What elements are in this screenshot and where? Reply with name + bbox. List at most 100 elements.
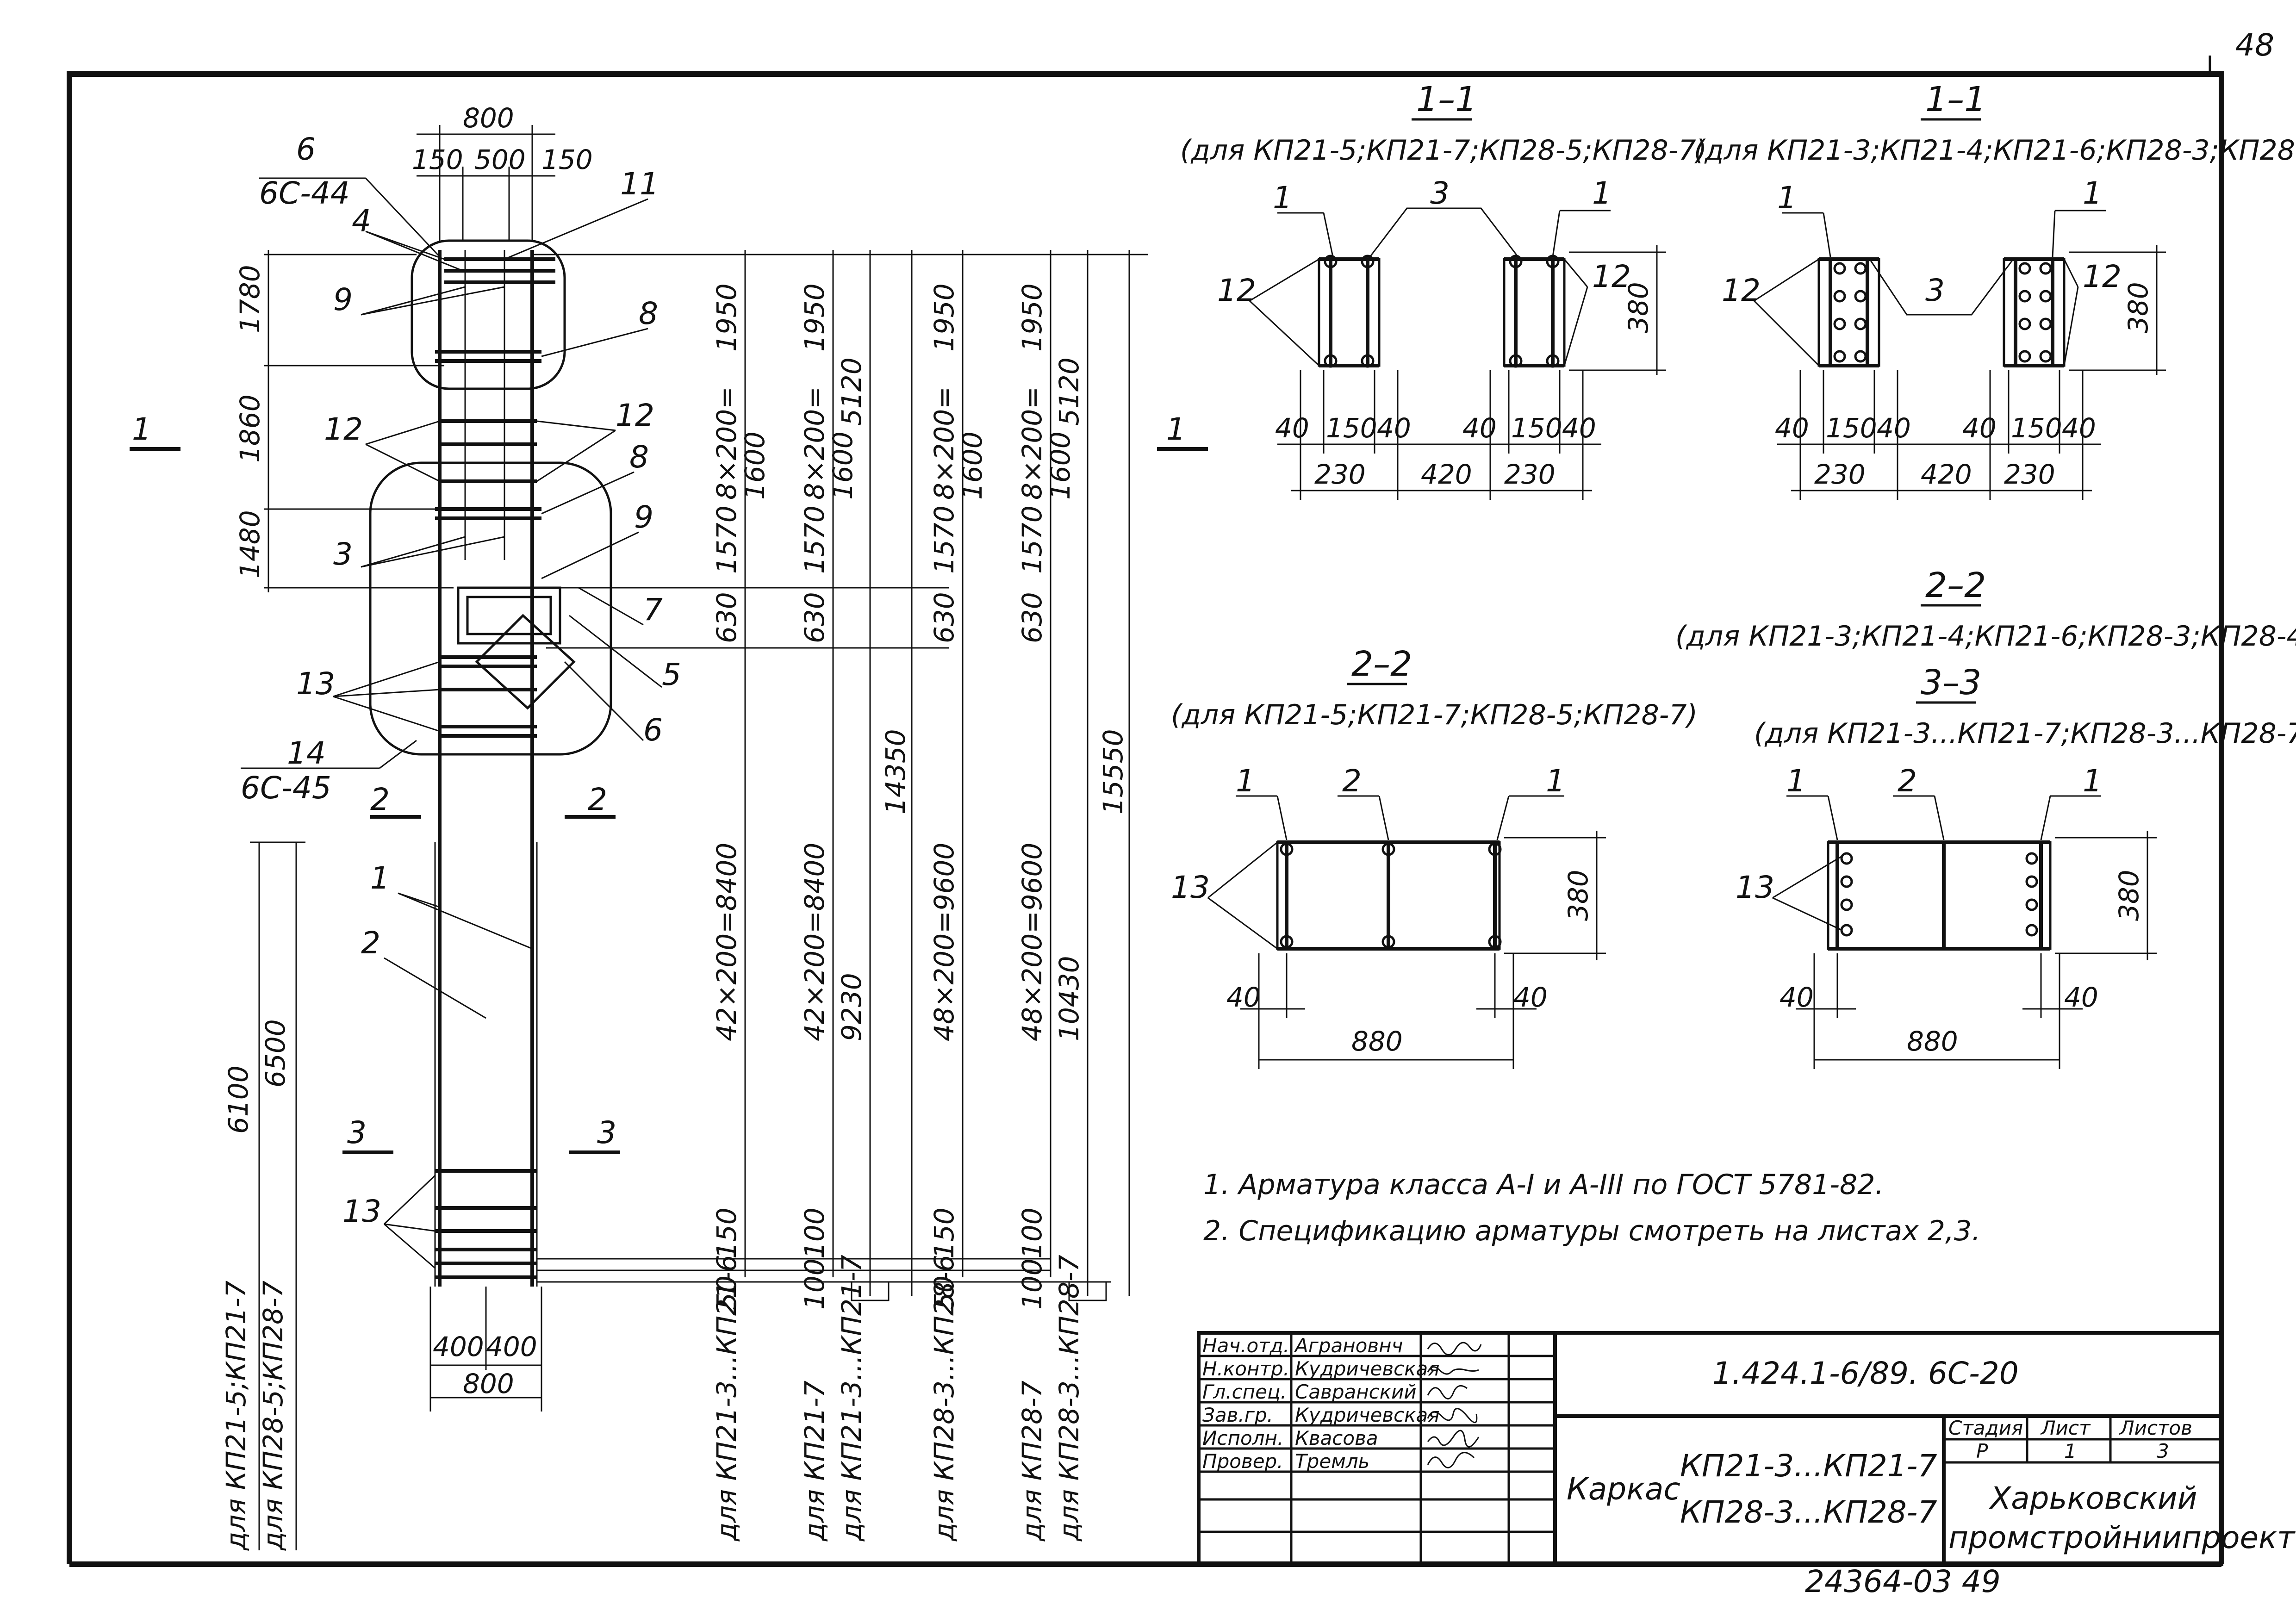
col2-foot2: 100 (799, 1258, 830, 1310)
tb-name-0: Аграновнч (1294, 1334, 1403, 1357)
col4-foot: 150 (928, 1207, 960, 1259)
section-1-1-b-title: 1–1 (1925, 80, 1986, 119)
col6-long: 10430 (1053, 956, 1085, 1041)
col5-label: для КП28-7 (1016, 1380, 1048, 1542)
col3-total: 14350 (880, 729, 911, 815)
section-2-2-a-title: 2–2 (1351, 644, 1412, 684)
tb-stage: Р (1976, 1440, 1988, 1462)
section-1-1-a-title: 1–1 (1416, 80, 1477, 119)
s11b-dim-40d: 40 (2062, 412, 2096, 444)
s11a-tag-12-left: 12 (1217, 273, 1256, 308)
dim-150-left: 150 (412, 144, 463, 175)
dim-6100: 6100 (223, 1065, 254, 1134)
note-kp28-5: для КП28-5;КП28-7 (257, 1281, 289, 1551)
s11b-dim-230a: 230 (1814, 459, 1866, 490)
tb-name-5: Тремль (1295, 1450, 1369, 1473)
section-1-1-a: 1–1 (для КП21-5;КП21-7;КП28-5;КП28-7) 1 … (1180, 80, 1707, 500)
s33-tag-1-right: 1 (2083, 763, 2102, 799)
stirrups-bottom (435, 1169, 537, 1279)
s22a-dim-40a: 40 (1226, 982, 1261, 1013)
s33-dim-40b: 40 (2064, 982, 2098, 1013)
col1-low: 1570 (711, 505, 742, 574)
dim-500: 500 (474, 144, 526, 175)
col4-foot2: 50 (928, 1275, 960, 1310)
tb-role-2: Гл.спец. (1202, 1380, 1287, 1403)
s11a-tag-3: 3 (1430, 175, 1450, 211)
tag-4: 4 (352, 203, 371, 239)
tb-role-1: Н.контр. (1202, 1357, 1289, 1380)
s11a-tag-1-right: 1 (1592, 175, 1612, 211)
section-2-2-b-title: 2–2 (1925, 566, 1986, 605)
s11b-tag-1-left: 1 (1777, 180, 1797, 216)
tag-9-mid: 9 (634, 499, 653, 535)
col6-label: для КП28-3...КП28-7 (1053, 1255, 1085, 1542)
col2-low2: 630 (799, 592, 830, 643)
tag-1: 1 (370, 860, 390, 896)
dim-800-bottom: 800 (463, 1368, 514, 1399)
s11a-dim-40a: 40 (1275, 412, 1309, 444)
s33-dim-380: 380 (2113, 870, 2145, 921)
col5-mid: 8×200=1600 (1016, 386, 1076, 500)
col3-long: 9230 (836, 973, 867, 1041)
tag-6-top: 6 (296, 131, 316, 167)
s11a-dim-40b: 40 (1377, 412, 1411, 444)
col1-mid: 8×200=1600 (711, 386, 771, 500)
dim-800-top: 800 (463, 102, 514, 134)
section-3-3-title: 3–3 (1921, 663, 1981, 703)
tb-item-name-0: КП21-3...КП21-7 (1680, 1448, 1937, 1484)
dim-1780: 1780 (234, 265, 266, 333)
col1-label: для КП21-3...КП21-6 (711, 1255, 742, 1542)
dim-400-left: 400 (433, 1331, 484, 1362)
s11b-tag-3: 3 (1925, 273, 1945, 308)
col2-top: 1950 (799, 283, 830, 352)
col5-long: 48×200=9600 (1016, 843, 1048, 1041)
col2-mid: 8×200=1600 (799, 386, 859, 500)
tag-8-top: 8 (639, 296, 658, 331)
col3-top: 5120 (836, 357, 867, 426)
s11b-dim-150a: 150 (1826, 412, 1877, 444)
tag-13-mid: 13 (296, 666, 335, 702)
section-2-2-b-subtitle: (для КП21-3;КП21-4;КП21-6;КП28-3;КП28-4;… (1675, 620, 2296, 653)
s11a-dim-150a: 150 (1326, 412, 1377, 444)
s11a-dim-420: 420 (1421, 459, 1472, 490)
section-mark-2-left: 2 (370, 782, 390, 817)
col2-foot: 100 (799, 1207, 830, 1259)
tb-sheet-label: Лист (2040, 1417, 2091, 1439)
section-2-2-a-subtitle: (для КП21-5;КП21-7;КП28-5;КП28-7) (1171, 699, 1698, 731)
tag-12-left: 12 (324, 411, 363, 447)
section-1-1-a-subtitle: (для КП21-5;КП21-7;КП28-5;КП28-7) (1180, 134, 1707, 167)
tb-sheets-label: Листов (2119, 1417, 2192, 1439)
col5-foot2: 100 (1016, 1258, 1048, 1310)
s11b-dim-40a: 40 (1775, 412, 1809, 444)
section-1-1-b-subtitle: (для КП21-3;КП21-4;КП21-6;КП28-3;КП28-4;… (1694, 134, 2296, 167)
s33-tag-13: 13 (1736, 870, 1774, 905)
section-2-2-a: 2–2 (для КП21-5;КП21-7;КП28-5;КП28-7) 1 … (1171, 644, 1698, 1069)
s22a-dim-380: 380 (1562, 870, 1594, 921)
s11a-dim-40c: 40 (1462, 412, 1497, 444)
section-3-3-subtitle: (для КП21-3...КП21-7;КП28-3...КП28-7) (1754, 717, 2296, 750)
s11a-dim-230a: 230 (1314, 459, 1366, 490)
s11b-tag-1-right: 1 (2083, 175, 2102, 211)
title-block: Нач.отд. Н.контр. Гл.спец. Зав.гр. Испол… (1197, 1331, 2296, 1566)
s11a-dim-230b: 230 (1504, 459, 1556, 490)
col6-total: 15550 (1097, 729, 1129, 815)
section-mark-1-left: 1 (132, 411, 151, 447)
s22a-dim-880: 880 (1351, 1026, 1403, 1057)
tb-sheet: 1 (2064, 1440, 2077, 1462)
tb-item-name-1: КП28-3...КП28-7 (1680, 1494, 1937, 1530)
tag-6-mid: 6 (643, 712, 663, 748)
col5-low2: 630 (1016, 592, 1048, 643)
tb-role-4: Исполн. (1202, 1427, 1283, 1449)
s11a-dim-380: 380 (1623, 282, 1654, 333)
tb-name-1: Кудричевская (1295, 1357, 1440, 1380)
dimension-columns: 1950 8×200=1600 1570 630 42×200=8400 150… (532, 250, 1148, 1542)
tb-role-5: Провер. (1202, 1450, 1283, 1473)
dim-1860: 1860 (234, 394, 266, 463)
section-mark-1-right: 1 (1166, 411, 1186, 447)
col1-foot2: 50 (711, 1275, 742, 1310)
tb-name-4: Квасова (1295, 1427, 1378, 1449)
corner-sheet-number: 48 (2235, 27, 2274, 63)
section-3-3: 3–3 (для КП21-3...КП21-7;КП28-3...КП28-7… (1736, 663, 2296, 1069)
s22a-tag-1-left: 1 (1236, 763, 1255, 799)
